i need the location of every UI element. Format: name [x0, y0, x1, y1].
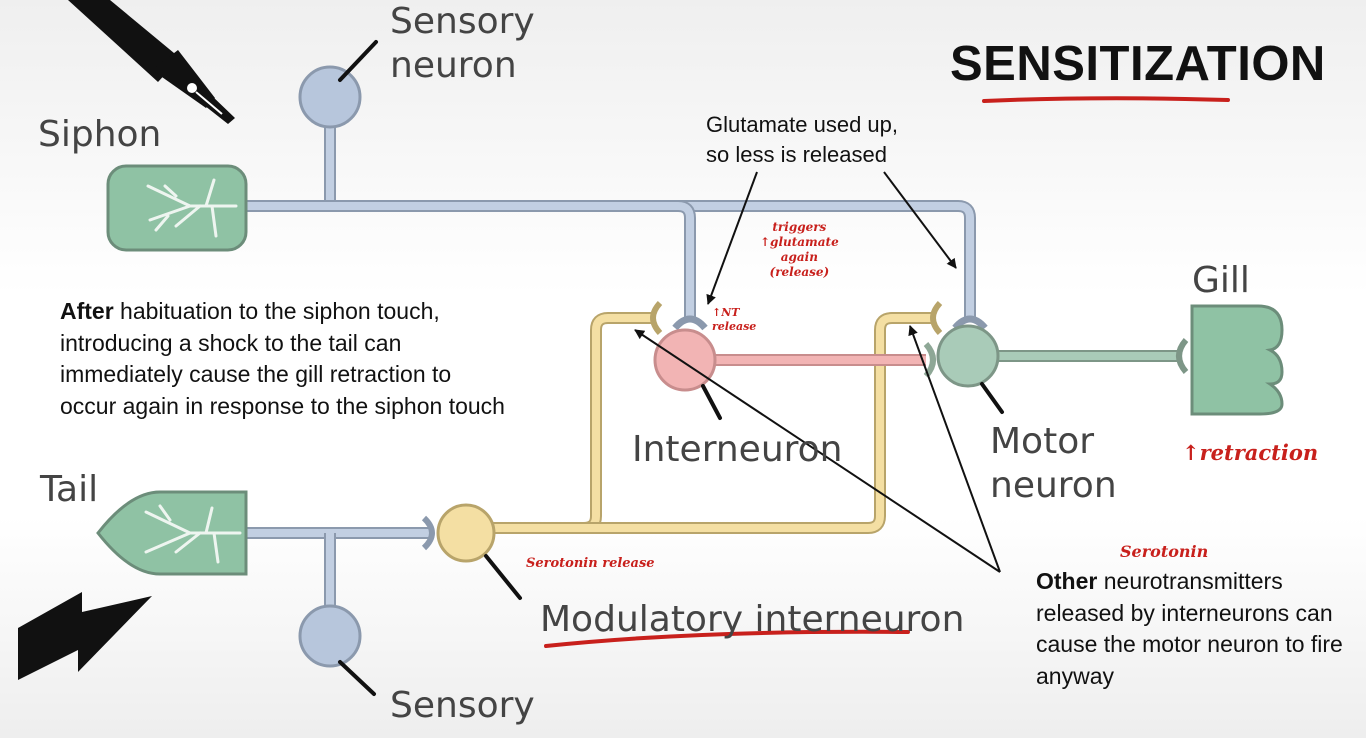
page-title: SENSITIZATION	[950, 37, 1326, 91]
other-bold: Other	[1036, 568, 1098, 594]
other-note: Other neurotransmitters released by inte…	[1036, 566, 1356, 692]
triggers-line-1: triggers	[772, 220, 827, 234]
red-underlines	[544, 96, 1230, 648]
triggers-line-2: ↑glutamate	[760, 235, 839, 249]
label-leaders	[338, 40, 1004, 696]
interneuron-label: Interneuron	[632, 429, 843, 470]
interneuron-cell	[653, 328, 717, 392]
interneuron-axon	[710, 342, 936, 378]
motor-neuron-label: Motor neuron	[990, 420, 1117, 508]
motor-neuron-cell	[936, 324, 1000, 388]
sensory-axon-top	[240, 125, 988, 331]
modulatory-interneuron-label: Modulatory interneuron	[540, 599, 965, 640]
motor-label-line-1: Motor	[990, 421, 1095, 462]
annotation-arrows	[634, 171, 1001, 573]
sensory-neuron-top	[298, 65, 362, 129]
siphon-organ	[106, 164, 248, 252]
sensory-neuron-label-bottom: Sensory	[390, 685, 535, 726]
other-text: neurotransmitters released by interneuro…	[1036, 568, 1343, 689]
after-note: After habituation to the siphon touch, i…	[60, 296, 510, 422]
triggers-line-4: (release)	[769, 265, 830, 279]
glutamate-note: Glutamate used up, so less is released	[706, 110, 898, 170]
lightning-icon	[18, 592, 152, 680]
sensory-label-line-1: Sensory	[390, 1, 535, 42]
glutamate-line-2: so less is released	[706, 142, 887, 167]
nt-release-line-2: release	[712, 320, 757, 333]
serotonin-release-note: Serotonin release	[526, 556, 655, 571]
sensory-label-line-2: neuron	[390, 45, 517, 86]
nt-release-note: ↑NT release	[712, 306, 756, 334]
serotonin-note: Serotonin	[1120, 542, 1209, 561]
tail-organ	[96, 490, 248, 576]
sensory-axon-bottom	[240, 515, 435, 612]
motor-axon	[995, 338, 1189, 374]
gill-label: Gill	[1192, 260, 1250, 301]
siphon-label: Siphon	[38, 114, 162, 155]
sensory-neuron-bottom	[298, 604, 362, 668]
modulatory-axon	[490, 300, 943, 534]
motor-label-line-2: neuron	[990, 465, 1117, 506]
tail-label: Tail	[40, 469, 99, 510]
after-text: habituation to the siphon touch, introdu…	[60, 298, 505, 419]
pen-icon	[68, 0, 235, 124]
retraction-note: ↑retraction	[1182, 440, 1319, 465]
sensory-neuron-label-top: Sensory neuron	[390, 0, 535, 88]
after-bold: After	[60, 298, 114, 324]
gill-organ	[1190, 304, 1284, 416]
triggers-line-3: again	[780, 250, 818, 264]
glutamate-line-1: Glutamate used up,	[706, 112, 899, 137]
nt-release-line-1: ↑NT	[712, 306, 740, 319]
triggers-note: triggers ↑glutamate again (release)	[760, 220, 839, 280]
modulatory-neuron-cell	[436, 503, 496, 563]
